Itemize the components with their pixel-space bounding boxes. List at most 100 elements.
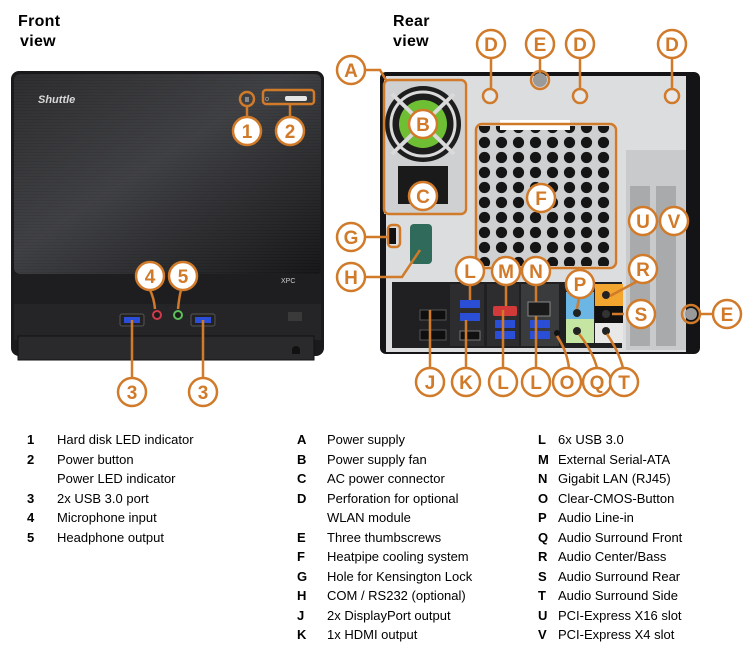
power-led bbox=[264, 96, 270, 102]
legend-key: O bbox=[538, 490, 549, 506]
legend-text: Perforation for optional WLAN module bbox=[327, 490, 459, 526]
callout-label-b: B bbox=[416, 115, 430, 136]
legend-key: Q bbox=[538, 529, 549, 545]
callout-circle bbox=[274, 115, 306, 147]
callout-label-t: T bbox=[618, 373, 630, 394]
legend-item: A Power supply bbox=[297, 430, 472, 450]
callout-label-5: 5 bbox=[178, 267, 189, 288]
legend-text: Audio Line-in bbox=[558, 510, 634, 525]
callout-label-h: H bbox=[344, 268, 358, 289]
legend-item: E Three thumbscrews bbox=[297, 528, 472, 548]
callout-circle bbox=[487, 366, 519, 398]
callout-circle bbox=[711, 298, 743, 330]
legend-text: Power button Power LED indicator bbox=[57, 451, 176, 487]
callout-circle bbox=[335, 221, 367, 253]
callout-circle bbox=[564, 268, 596, 300]
callout-label-v: V bbox=[668, 212, 681, 233]
legend-key: K bbox=[297, 627, 307, 642]
legend-key: A bbox=[297, 432, 307, 447]
legend-key: 1 bbox=[27, 432, 35, 447]
front-chassis: Shuttle XPC bbox=[11, 71, 324, 361]
legend-key: B bbox=[297, 451, 307, 467]
callout-circle bbox=[658, 205, 690, 237]
callout-circle bbox=[335, 54, 367, 86]
callout-circle bbox=[335, 261, 367, 293]
legend-text: Audio Surround Side bbox=[558, 588, 678, 603]
callout-label-r: R bbox=[636, 260, 650, 281]
legend-key: C bbox=[297, 471, 307, 486]
callout-circle bbox=[454, 255, 486, 287]
legend-text: Microphone input bbox=[57, 510, 157, 525]
legend-text: Headphone output bbox=[57, 529, 164, 545]
legend-text: Three thumbscrews bbox=[327, 529, 442, 545]
callout-label-l: L bbox=[530, 373, 542, 394]
legend-text: Heatpipe cooling system bbox=[327, 549, 469, 564]
legend-text: 1x HDMI output bbox=[327, 627, 418, 642]
callout-label-o: O bbox=[560, 373, 575, 394]
legend-key: L bbox=[538, 432, 546, 447]
kensington-hole bbox=[388, 228, 396, 244]
callout-circle bbox=[167, 260, 199, 292]
legend-key: M bbox=[538, 451, 549, 467]
callout-circle bbox=[656, 28, 688, 60]
callout-label-k: K bbox=[459, 373, 473, 394]
callout-label-f: F bbox=[535, 189, 547, 210]
callout-circle bbox=[231, 115, 263, 147]
callout-label-1: 1 bbox=[242, 122, 253, 143]
callout-label-e: E bbox=[721, 305, 734, 326]
legend-key: T bbox=[538, 588, 546, 603]
callout-circle bbox=[116, 376, 148, 408]
legend-key: R bbox=[538, 549, 548, 564]
front-title-line2: view bbox=[20, 33, 56, 50]
callout-circle bbox=[520, 255, 552, 287]
callout-circle bbox=[475, 28, 507, 60]
thumbscrew-top bbox=[533, 73, 547, 87]
legend-text: 2x DisplayPort output bbox=[327, 607, 451, 623]
front-title-line1: Front bbox=[18, 13, 61, 30]
legend-item: 5 Headphone output bbox=[27, 528, 194, 548]
legend-text: Power supply fan bbox=[327, 451, 427, 467]
callout-label-a: A bbox=[344, 61, 358, 82]
legend-text: External Serial-ATA bbox=[558, 451, 671, 467]
legend-text: COM / RS232 (optional) bbox=[327, 588, 466, 603]
legend-key: F bbox=[297, 549, 305, 564]
callout-label-m: M bbox=[498, 262, 514, 283]
legend-item: F Heatpipe cooling system bbox=[297, 547, 472, 567]
legend-text: Audio Surround Rear bbox=[558, 568, 681, 584]
power-button[interactable] bbox=[285, 96, 307, 101]
legend-key: P bbox=[538, 510, 547, 525]
callout-label-l: L bbox=[497, 373, 509, 394]
callout-circle bbox=[524, 28, 556, 60]
legend-key: J bbox=[297, 607, 305, 623]
legend-item: M External Serial-ATA bbox=[538, 450, 682, 470]
callout-label-c: C bbox=[416, 187, 430, 208]
legend-text: Power supply bbox=[327, 432, 406, 447]
legend-key: E bbox=[297, 529, 306, 545]
callout-circle bbox=[627, 205, 659, 237]
shuttle-logo: Shuttle bbox=[38, 94, 75, 106]
legend-key: 5 bbox=[27, 529, 35, 545]
callout-circle bbox=[625, 298, 657, 330]
callout-label-d: D bbox=[665, 35, 679, 56]
callout-circle bbox=[520, 366, 552, 398]
legend-key: H bbox=[297, 588, 307, 603]
callout-label-j: J bbox=[425, 373, 436, 394]
callout-circle bbox=[490, 255, 522, 287]
callout-label-l: L bbox=[464, 262, 476, 283]
callout-label-s: S bbox=[635, 305, 648, 326]
callout-circle bbox=[564, 28, 596, 60]
callout-circle bbox=[407, 108, 439, 140]
